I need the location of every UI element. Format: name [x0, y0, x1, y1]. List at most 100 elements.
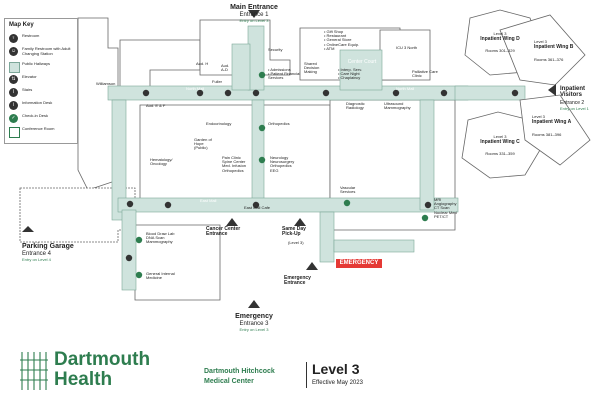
- stairs-icon: [126, 200, 134, 208]
- label-fuller: Fuller: [212, 79, 223, 84]
- footer-divider: [306, 362, 307, 388]
- east-mall-corridor: [117, 197, 459, 213]
- emergency-corridor: [319, 211, 335, 263]
- wing-b-level: Level 3: [534, 39, 547, 44]
- label-neurology: Neurology Neurosurgery Orthopedics EEG: [270, 155, 295, 173]
- label-orthopedics: Orthopedics: [268, 121, 290, 126]
- label-east-mall: East Mall: [200, 198, 217, 203]
- emergency-bottom-note: Entry on Level 3: [239, 327, 269, 332]
- wing-c-name: Inpatient Wing C: [480, 139, 520, 145]
- org-line-1: Dartmouth Hitchcock: [204, 368, 275, 375]
- emergency-bottom-title: Emergency: [235, 313, 273, 320]
- label-endocrinology: Endocrinology: [206, 121, 232, 126]
- label-pain-clinic: Pain Clinic Spine Center Med. Infusion O…: [222, 155, 247, 173]
- key-label: Family Restroom with Adult Changing Stat…: [22, 46, 71, 56]
- information-icon: [252, 89, 260, 97]
- label-vascular: Vascular Services: [340, 185, 356, 195]
- label-admissions: • Admissions • Patient Financial Service…: [268, 67, 301, 81]
- label-aud-ef: Aud. E & F: [146, 103, 166, 108]
- main-entrance-corridor: [247, 25, 265, 91]
- east-lower-spine: [419, 99, 435, 211]
- label-aud-h: Aud. H: [196, 61, 209, 66]
- key-row-conference: Conference Room: [9, 126, 75, 138]
- brand-line-2: Health: [54, 369, 113, 390]
- east-connector: [454, 85, 526, 101]
- wing-b-pod: [499, 14, 586, 86]
- key-row-info: i Information Desk: [9, 100, 75, 111]
- parking-structure: [19, 187, 136, 243]
- map-icons: [125, 71, 519, 279]
- check-in-icon: [343, 199, 351, 207]
- map-key: Map Key ♀ Restroom ☺ Family Restroom wit…: [4, 18, 78, 144]
- label-center-court: Center Court: [347, 59, 377, 65]
- key-label: Check-in Desk: [22, 113, 49, 118]
- aud-corridor: [231, 43, 251, 91]
- label-diagnostic-radiology: Diagnostic Radiology: [346, 101, 365, 111]
- information-icon: [252, 201, 260, 209]
- family-restroom-icon: ☺: [9, 47, 18, 56]
- center-court: [339, 49, 383, 91]
- main-entrance-sub: Entrance 1: [239, 12, 269, 18]
- check-in-icon: [258, 124, 266, 132]
- label-north-mall-1: North Mall: [186, 86, 205, 91]
- lower-central-block: [139, 104, 331, 201]
- map-key-title: Map Key: [9, 22, 34, 28]
- emergency-entrance-arrow: [306, 262, 318, 270]
- label-blood-draw: Blood Draw Lab DNA Scan Mammography: [146, 231, 175, 245]
- wing-a-name: Inpatient Wing A: [532, 119, 572, 125]
- main-entrance-title: Main Entrance: [230, 4, 278, 11]
- check-in-icon: [258, 156, 266, 164]
- cancer-center-arrow: [226, 218, 238, 226]
- auditorium-block: [119, 39, 201, 91]
- conference-icon: [9, 127, 20, 138]
- label-internal-med: General Internal Medicine: [146, 271, 175, 281]
- stairs-icon: ⌇: [9, 88, 18, 97]
- label-interp: • Interp. Serv. • Care Night • Chaplainc…: [338, 67, 363, 81]
- effective-date: Effective May 2023: [312, 380, 363, 386]
- wing-d-name: Inpatient Wing D: [480, 36, 520, 42]
- wing-b-rooms: Rooms 361–376: [534, 57, 564, 62]
- key-label: Public Hallways: [22, 61, 51, 66]
- label-hematology: Hematology/ Oncology: [150, 157, 173, 167]
- main-entrance-note: Entry on Level 3: [239, 18, 269, 23]
- label-icu: ICU 3 North: [396, 45, 418, 50]
- label-cancer-center: Cancer Center Entrance: [206, 226, 241, 238]
- wing-c-pod: [461, 111, 541, 179]
- wing-c-rooms: Rooms 331–359: [485, 151, 515, 156]
- wing-d-rooms: Rooms 301–329: [485, 48, 515, 53]
- elevator-icon: [164, 201, 172, 209]
- key-label: Elevator: [22, 74, 37, 79]
- inpatient-visitors-title: Inpatient Visitors: [560, 86, 585, 99]
- key-label: Information Desk: [22, 100, 53, 105]
- check-in-icon: ✓: [9, 114, 18, 123]
- label-aud-ad: Aud. A-D: [221, 63, 230, 73]
- stairs-icon: [424, 201, 432, 209]
- emergency-badge: EMERGENCY: [336, 259, 382, 268]
- key-row-checkin: ✓ Check-in Desk: [9, 113, 75, 124]
- key-row-stairs: ⌇ Stairs: [9, 87, 75, 98]
- label-palliative: Palliative Care Clinic: [412, 69, 438, 79]
- restroom-icon: [322, 89, 330, 97]
- dartmouth-health-logo: [20, 352, 48, 390]
- inpatient-visitors-note: Entry on Level 1: [560, 106, 589, 111]
- parking-sub: Entrance 4: [22, 251, 52, 257]
- key-row-restroom: ♀ Restroom: [9, 33, 75, 44]
- parking-note: Entry on Level 4: [22, 257, 51, 262]
- label-east-mall-cafe: East Mall Cafe: [244, 205, 271, 210]
- restroom-icon: [511, 89, 519, 97]
- label-williamson: Williamson: [96, 81, 116, 86]
- main-entrance-arrow: [248, 10, 260, 18]
- central-spine: [251, 99, 265, 206]
- hallway-swatch: [9, 62, 20, 73]
- label-shared-decision: Shared Decision Making: [304, 61, 320, 75]
- restroom-icon: [142, 89, 150, 97]
- key-label: Conference Room: [22, 126, 55, 131]
- key-row-hallways: Public Hallways: [9, 61, 75, 73]
- information-icon: i: [9, 101, 18, 110]
- key-label: Stairs: [22, 87, 33, 92]
- parking-arrow: [22, 226, 34, 232]
- org-line-2: Medical Center: [204, 378, 254, 385]
- emergency-bottom-arrow: [248, 300, 260, 308]
- same-day-arrow: [294, 218, 306, 226]
- check-in-icon: [135, 236, 143, 244]
